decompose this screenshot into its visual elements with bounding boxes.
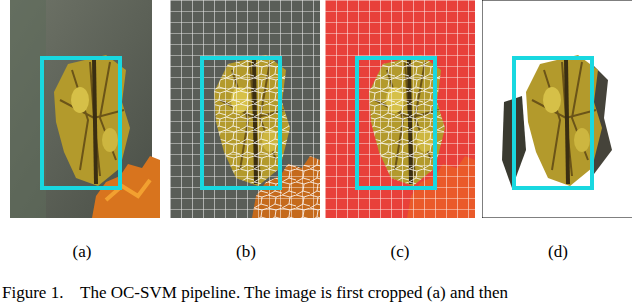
panel-label: (c) <box>391 242 410 262</box>
panel-b <box>170 0 320 218</box>
panel-a <box>10 0 160 218</box>
panel-d <box>482 0 632 218</box>
panel-label: (d) <box>548 242 568 262</box>
panel-c <box>325 0 475 218</box>
figure-caption: Figure 1. The OC-SVM pipeline. The image… <box>2 283 508 303</box>
panel-label: (b) <box>236 242 256 262</box>
panel-label: (a) <box>73 242 92 262</box>
